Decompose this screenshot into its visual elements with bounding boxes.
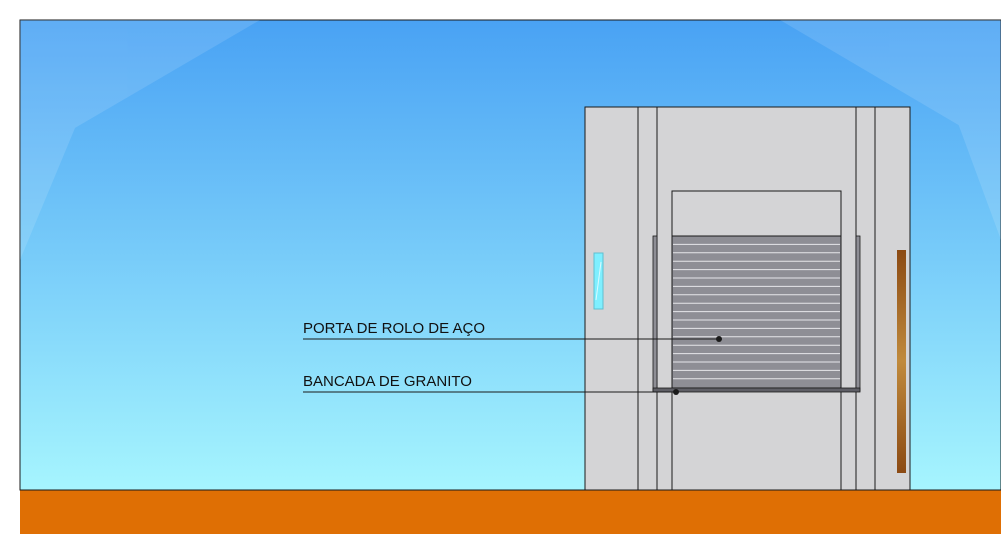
sky-light-rays bbox=[20, 20, 1001, 260]
ground bbox=[20, 490, 1001, 534]
shutter-rail-right bbox=[855, 235, 861, 392]
window-glint bbox=[595, 261, 602, 301]
label-roller-door: PORTA DE ROLO DE AÇO bbox=[303, 320, 485, 337]
leader-dot-roller-door bbox=[716, 336, 722, 342]
granite-counter bbox=[652, 387, 861, 393]
label-granite-counter: BANCADA DE GRANITO bbox=[303, 373, 472, 390]
leader-dot-granite-counter bbox=[673, 389, 679, 395]
steel-roller-shutter bbox=[671, 235, 842, 389]
door-handle bbox=[897, 250, 906, 473]
shutter-rail-left bbox=[652, 235, 658, 392]
